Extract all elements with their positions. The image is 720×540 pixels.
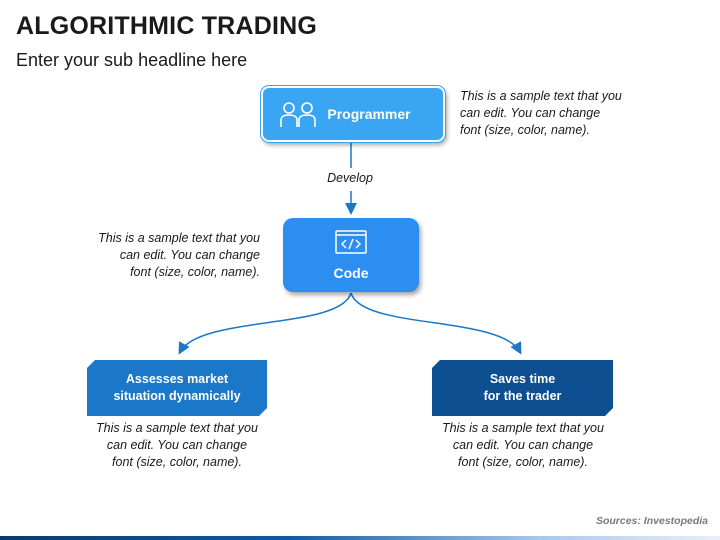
code-node: Code bbox=[283, 218, 419, 292]
assesses-node: Assesses market situation dynamically bbox=[87, 360, 267, 416]
slide-subtitle: Enter your sub headline here bbox=[16, 50, 248, 70]
code-label: Code bbox=[333, 265, 369, 281]
code-window-icon bbox=[335, 230, 367, 259]
code-to-assesses-arrow bbox=[178, 292, 352, 355]
saves-node: Saves time for the trader bbox=[432, 360, 613, 416]
assesses-note: This is a sample text that you can edit.… bbox=[96, 421, 258, 469]
develop-label: Develop bbox=[327, 171, 373, 185]
programmer-label: Programmer bbox=[327, 106, 411, 122]
saves-note: This is a sample text that you can edit.… bbox=[442, 421, 604, 469]
slide-title: ALGORITHMIC TRADING bbox=[16, 12, 317, 40]
users-icon bbox=[279, 100, 317, 128]
bottom-accent-bar bbox=[0, 536, 720, 540]
programmer-note: This is a sample text that you can edit.… bbox=[460, 89, 622, 137]
code-note: This is a sample text that you can edit.… bbox=[98, 231, 260, 279]
code-to-saves-arrow bbox=[350, 292, 522, 355]
programmer-node: Programmer bbox=[260, 85, 446, 143]
source-footnote: Sources: Investopedia bbox=[595, 515, 708, 527]
